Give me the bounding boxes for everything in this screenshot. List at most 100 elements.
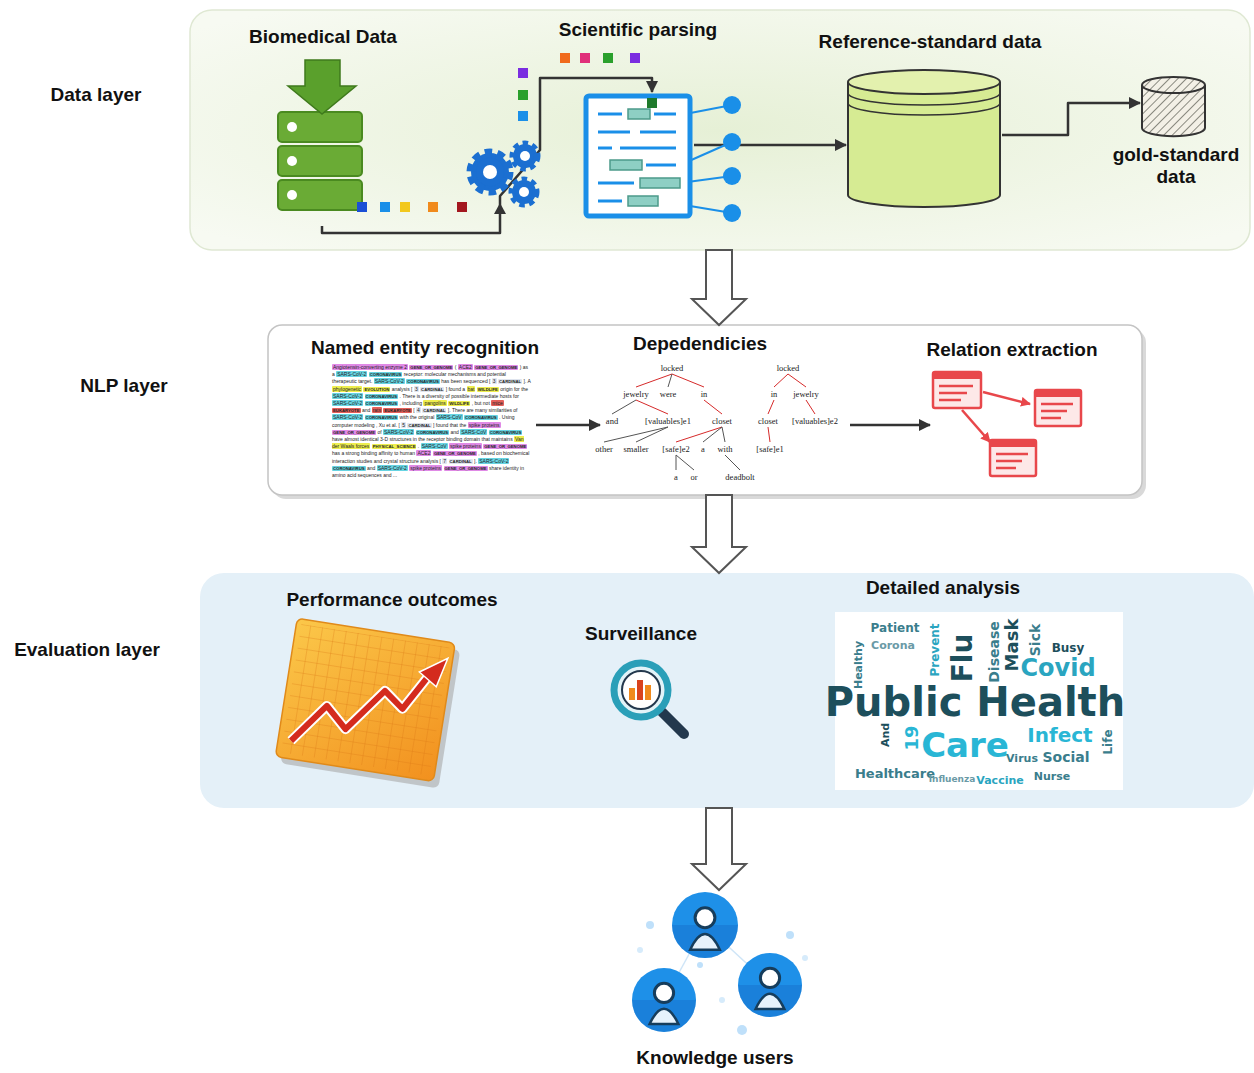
cloud-word: Care xyxy=(921,728,1009,762)
record-icon xyxy=(1035,390,1081,426)
users-icon xyxy=(719,997,725,1003)
document-icon xyxy=(723,96,741,114)
gold-cylinder xyxy=(1142,77,1205,93)
dependency-link xyxy=(703,427,722,442)
cloud-word: And xyxy=(880,723,891,747)
flow-arrow xyxy=(850,424,930,427)
user-avatar xyxy=(760,968,779,987)
database-cylinder xyxy=(848,82,1000,207)
ner-token: of xyxy=(377,429,381,435)
ner-token: SARS-CoV-2 xyxy=(332,393,363,399)
user-avatar xyxy=(690,934,720,950)
relation-icons xyxy=(983,392,1030,404)
performance-chart xyxy=(281,624,449,776)
cloud-word: Nurse xyxy=(1034,771,1070,782)
ner-token: 7 xyxy=(442,458,447,464)
dependency-link xyxy=(768,427,770,442)
node-heading: Performance outcomes xyxy=(252,589,532,611)
node-heading: Depedendicies xyxy=(590,333,810,355)
document-icon xyxy=(620,147,676,150)
tree-word: [safe]e1 xyxy=(756,445,783,454)
ner-token: and xyxy=(362,407,370,413)
surveillance-magnifier xyxy=(629,688,635,700)
user-node: Knowledge users xyxy=(625,890,805,1040)
ner-token: origin for the xyxy=(500,386,528,392)
record-icon xyxy=(1035,390,1081,397)
cloud-word: Public Health xyxy=(825,682,1125,722)
ner-token: GENE_OR_GENOME xyxy=(332,430,376,435)
ner-token: ( xyxy=(455,364,457,370)
ner-token: , including xyxy=(400,400,423,406)
dependency-link xyxy=(612,400,636,414)
tree-word: deadbolt xyxy=(725,473,754,482)
record-icon xyxy=(933,372,981,379)
gears-icon xyxy=(476,158,504,186)
dependency-link xyxy=(806,400,815,414)
ner-token: GENE_OR_GENOME xyxy=(483,444,527,449)
tree-word: locked xyxy=(661,364,684,373)
record-icon xyxy=(939,399,961,402)
tree-word: jewelry xyxy=(793,390,819,399)
dependency-link xyxy=(788,374,806,387)
document-icon xyxy=(723,133,741,151)
surveillance-magnifier xyxy=(662,712,684,734)
performance-chart xyxy=(275,618,455,781)
tree-word: in xyxy=(771,390,778,399)
document-icon xyxy=(598,200,622,203)
performance-chart xyxy=(274,618,461,788)
ner-token: SARS-CoV-2 xyxy=(377,465,408,471)
gears-icon xyxy=(471,144,537,214)
data-squares xyxy=(630,53,640,63)
ner-token: EUKARYOTE xyxy=(383,408,412,413)
evaluation-layer-band xyxy=(200,573,1254,808)
ner-token: CARDINAL xyxy=(449,459,473,464)
tree-word: and xyxy=(606,417,618,426)
node-heading: Biomedical Data xyxy=(203,26,443,48)
node-heading: Knowledge users xyxy=(595,1047,835,1069)
users-icon xyxy=(786,931,794,939)
record-icon xyxy=(1041,410,1067,413)
ner-token: EVOLUTION xyxy=(363,387,390,392)
ner-token: GENE_OR_GENOME xyxy=(474,365,518,370)
data-squares xyxy=(518,90,528,100)
node-heading: NLP layer xyxy=(49,375,199,397)
tree-word: [valuables]e2 xyxy=(792,417,838,426)
database-cylinder xyxy=(848,70,1000,207)
dependency-link xyxy=(722,427,725,442)
ner-text-block: Angiotensin-converting enzyme 2 GENE_OR_… xyxy=(332,364,532,479)
document-icon xyxy=(586,96,741,222)
document-icon xyxy=(598,131,630,134)
user-avatar xyxy=(650,1009,679,1024)
ner-token: CORONAVIRUS xyxy=(416,430,450,435)
ner-token: ACE2 xyxy=(458,364,473,370)
data-source-node: Biomedical Data xyxy=(275,58,365,226)
cloud-word: Influenza xyxy=(929,775,976,784)
ner-token: , but not xyxy=(472,400,490,406)
cloud-word: Sick xyxy=(1028,624,1042,657)
users-icon xyxy=(646,921,654,929)
data-squares xyxy=(560,53,570,63)
tree-word: a xyxy=(701,445,705,454)
ner-backdrop xyxy=(328,360,536,484)
ner-token: CORONAVIRUS xyxy=(365,415,399,420)
tree-word: with xyxy=(717,445,732,454)
performance-chart xyxy=(291,656,429,761)
dependency-link xyxy=(636,374,672,387)
gears-icon xyxy=(512,180,536,204)
cloud-word: Busy xyxy=(1052,642,1085,654)
data-squares xyxy=(580,53,590,63)
ner-token: 3 xyxy=(492,378,497,384)
surveillance-magnifier xyxy=(645,685,651,700)
dependency-links xyxy=(604,374,815,470)
ner-token: CORONAVIRUS xyxy=(365,394,399,399)
tree-word: [valuables]e1 xyxy=(645,417,691,426)
dependency-link xyxy=(676,455,677,470)
ner-token: EUKARYOTE xyxy=(332,408,361,413)
user-avatar xyxy=(738,953,802,1017)
ner-token: ] found that the xyxy=(433,422,466,428)
ner-token: SARS-CoV xyxy=(421,443,448,449)
document-icon xyxy=(654,113,676,116)
relation-icons xyxy=(933,372,1081,476)
